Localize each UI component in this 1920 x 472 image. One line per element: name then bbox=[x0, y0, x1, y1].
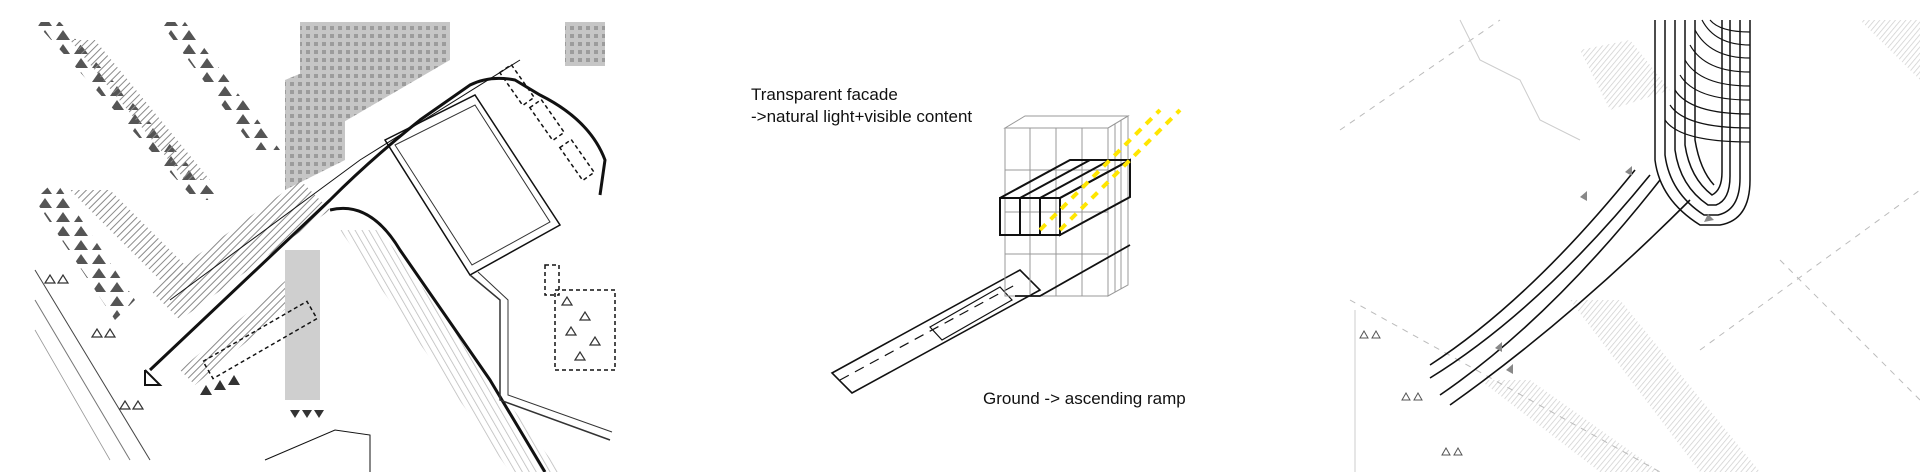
facade-volume bbox=[1003, 115, 1130, 297]
gray-strip bbox=[285, 250, 320, 400]
plaza-outline bbox=[383, 94, 562, 277]
ground-base bbox=[1015, 244, 1131, 297]
ramp-plan-drawing bbox=[1339, 19, 1920, 472]
axonometric-panel bbox=[640, 0, 1280, 472]
axonometric-drawing bbox=[830, 108, 1182, 394]
light-rays bbox=[1038, 108, 1182, 232]
context-lines bbox=[1354, 19, 1581, 472]
building-block bbox=[285, 55, 345, 190]
context-strip bbox=[1480, 380, 1660, 472]
context-lines bbox=[1339, 19, 1920, 472]
plaza-path bbox=[469, 274, 611, 441]
gray-strip bbox=[340, 230, 560, 472]
context-strip bbox=[1570, 300, 1760, 472]
kerb-line bbox=[264, 429, 371, 472]
building-block bbox=[565, 22, 605, 66]
ramp-tower bbox=[1654, 20, 1751, 226]
road-line bbox=[34, 269, 151, 461]
annotation-facade-detail: ->natural light+visible content bbox=[751, 107, 973, 126]
ramp-tower-rings bbox=[1664, 19, 1751, 143]
tree-row bbox=[35, 180, 135, 320]
site-plan-panel bbox=[0, 0, 640, 472]
ground-slab bbox=[830, 269, 1042, 394]
ramp bbox=[929, 286, 1013, 341]
direction-arrow-icon bbox=[1495, 166, 1714, 374]
tree-row bbox=[70, 40, 210, 180]
plaza-path bbox=[477, 271, 613, 433]
road-edge bbox=[169, 59, 521, 301]
road-line bbox=[34, 329, 111, 461]
ramp-plan-panel bbox=[1280, 0, 1920, 472]
annotation-ramp: Ground -> ascending ramp bbox=[983, 389, 1186, 408]
context-block bbox=[1860, 20, 1920, 80]
annotation-facade: Transparent facade bbox=[751, 85, 898, 104]
tree-triangle-icon bbox=[200, 375, 324, 418]
tree-group bbox=[202, 63, 616, 380]
road-edge bbox=[148, 76, 607, 372]
ramp-lane bbox=[1429, 169, 1691, 406]
context-block bbox=[1580, 40, 1670, 110]
tree-row bbox=[70, 190, 200, 280]
road-edge bbox=[329, 206, 547, 472]
road-line bbox=[34, 299, 131, 461]
ramp-dash bbox=[839, 284, 1016, 381]
kerb-line bbox=[144, 369, 163, 386]
tree-row bbox=[160, 22, 280, 150]
tree-triangle-icon bbox=[1359, 329, 1463, 456]
site-plan-drawing bbox=[34, 22, 616, 472]
tree-triangle-icon bbox=[43, 273, 602, 410]
plaza-outline bbox=[394, 104, 551, 266]
